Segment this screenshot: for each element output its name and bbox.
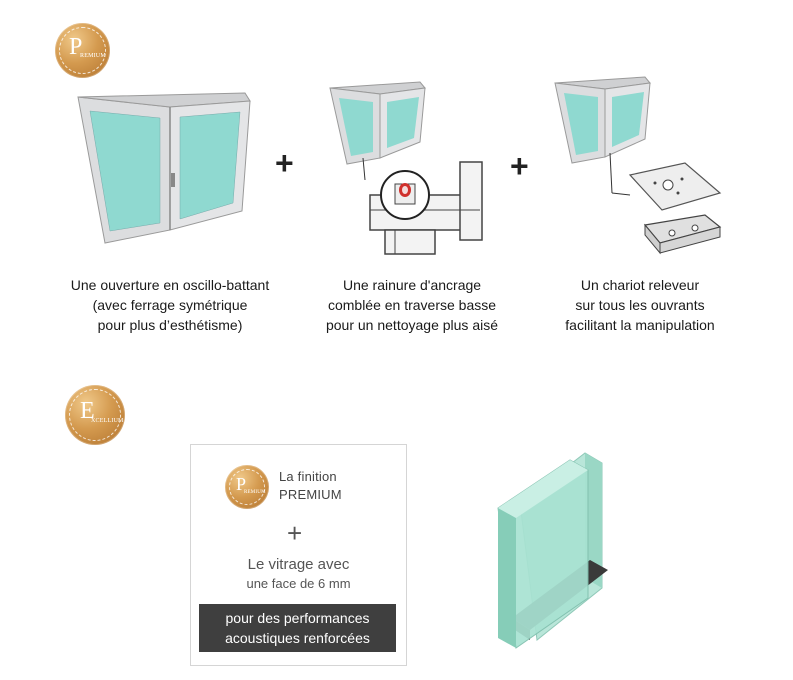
info-plus-sign: + [287,518,303,548]
premium-glazing-box: P REMIUM La finition PREMIUM + Le vitrag… [190,444,407,666]
info-title-line-1: La finition [279,469,337,484]
feature-2-line-1: Une rainure d'ancrage [342,277,482,293]
window-illustration [77,92,251,244]
feature-3-line-3: facilitant la manipulation [565,317,715,333]
feature-2-line-3: pour un nettoyage plus aisé [325,317,498,333]
feature-1-line-2: (avec ferrage symétrique [92,297,248,313]
excellium-badge-word: XCELLIUM [91,418,124,424]
plus-sign-1: + [275,145,294,181]
info-band-line-2: acoustiques renforcées [225,630,370,646]
info-dark-band: pour des performances acoustiques renfor… [199,604,396,652]
premium-badge-word: REMIUM [80,53,106,59]
double-glazing-illustration [497,452,608,649]
info-title-line-2: PREMIUM [279,487,342,502]
info-band-line-1: pour des performances [225,610,370,626]
info-badge-letter: P [236,474,247,494]
premium-badge-letter: P [69,34,83,60]
info-glazing-line-2: une face de 6 mm [246,576,351,591]
groove-profile-illustration [329,81,483,255]
feature-3-line-1: Un chariot releveur [580,277,700,293]
excellium-badge-letter: E [80,398,95,424]
feature-caption-2: Une rainure d'ancrage comblée en travers… [297,275,527,335]
feature-3-line-2: sur tous les ouvrants [575,297,705,313]
info-badge-word: REMIUM [244,490,266,495]
plus-sign-2: + [510,148,529,184]
info-glazing-line-1: Le vitrage avec [247,556,350,573]
excellium-badge-icon: E XCELLIUM [65,385,125,445]
info-premium-badge-icon: P REMIUM [225,465,269,509]
feature-caption-1: Une ouverture en oscillo-battant (avec f… [55,275,285,335]
feature-1-line-1: Une ouverture en oscillo-battant [70,277,270,293]
feature-1-line-3: pour plus d’esthétisme) [97,317,243,333]
roller-carriage-illustration [554,76,722,255]
feature-2-line-2: comblée en traverse basse [327,297,497,313]
feature-caption-3: Un chariot releveur sur tous les ouvrant… [525,275,755,335]
premium-badge-icon: P REMIUM [55,23,110,78]
